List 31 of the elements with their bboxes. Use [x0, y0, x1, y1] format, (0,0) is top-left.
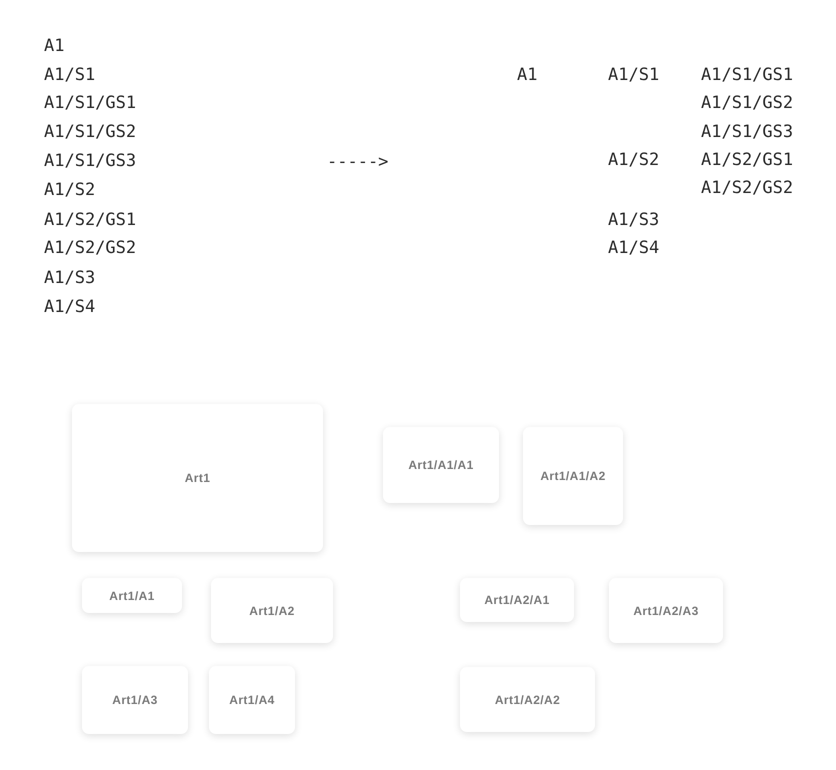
path-text: A1/S1/GS2	[44, 121, 136, 143]
text-arrow: ----->	[327, 151, 388, 173]
path-text: A1/S2	[608, 149, 660, 171]
path-text: A1/S2	[44, 179, 96, 201]
path-text: A1/S1	[44, 64, 96, 86]
card-title: Art1/A2/A3	[633, 604, 699, 618]
path-text: A1/S4	[608, 237, 660, 259]
path-text: A1	[517, 64, 538, 86]
path-text: A1/S3	[608, 209, 660, 231]
path-text: A1/S2/GS1	[44, 209, 136, 231]
card-title: Art1	[184, 471, 210, 485]
path-text: A1/S2/GS2	[44, 237, 136, 259]
path-text: A1/S1	[608, 64, 660, 86]
card-title: Art1/A2	[249, 604, 295, 618]
path-text: A1/S1/GS1	[44, 92, 136, 114]
path-text: A1/S1/GS3	[44, 150, 136, 172]
path-text: A1/S1/GS3	[701, 121, 794, 143]
card-title: Art1/A4	[229, 693, 275, 707]
path-text: A1/S3	[44, 267, 96, 289]
card-title: Art1/A1	[109, 588, 155, 602]
path-text: A1/S4	[44, 296, 96, 318]
path-text: A1/S2/GS2	[701, 177, 794, 199]
path-text: A1	[44, 35, 64, 57]
card-title: Art1/A2/A1	[484, 593, 550, 607]
card-title: Art1/A2/A2	[494, 692, 560, 706]
path-text: A1/S2/GS1	[701, 149, 794, 171]
card-title: Art1/A3	[112, 693, 158, 707]
path-text: A1/S1/GS2	[701, 92, 794, 114]
card-title: Art1/A1/A2	[540, 469, 606, 483]
path-text: A1/S1/GS1	[701, 64, 794, 86]
card-title: Art1/A1/A1	[408, 458, 474, 472]
